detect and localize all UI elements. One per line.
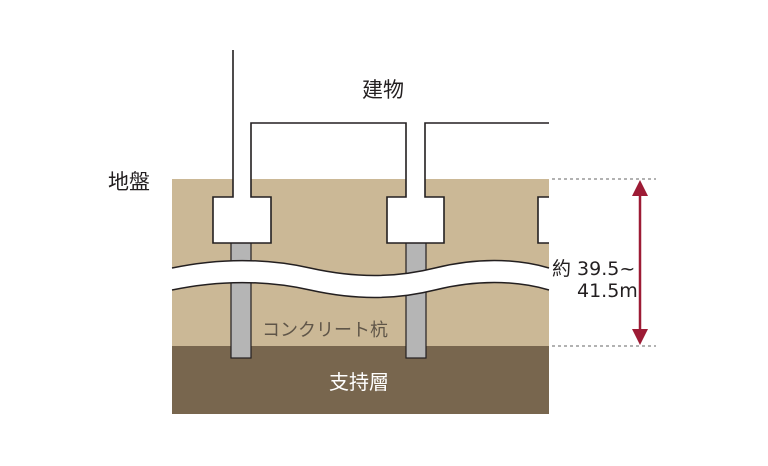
building-outline [212,50,549,244]
concrete-pile-right [405,241,427,359]
omission-band [172,260,549,298]
depth-label-line2: 41.5m [577,280,638,302]
depth-arrow-head-top [632,180,648,196]
omission-band-bottom-edge [171,281,550,299]
building-edge-footing [537,196,549,244]
bearing-layer-label: 支持層 [329,370,389,394]
building-label: 建物 [362,78,404,102]
omission-band-top-edge [171,259,550,277]
concrete-pile-left [230,241,252,359]
concrete-pile-label: コンクリート杭 [262,320,388,341]
ground-label: 地盤 [108,170,150,194]
depth-arrow-head-bottom [632,329,648,345]
depth-label-line1: 約 39.5~ [552,258,636,280]
